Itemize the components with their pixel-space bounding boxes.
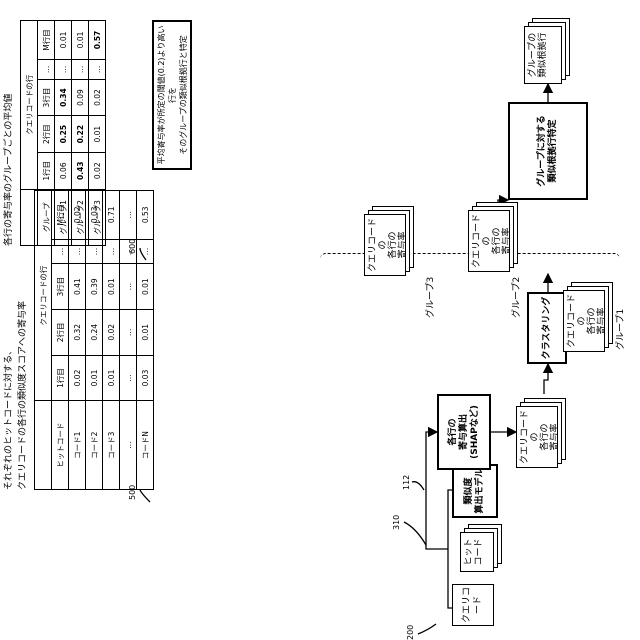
table-cell: … (89, 59, 106, 79)
table-cell: グループ1 (55, 189, 72, 245)
group2-doc: クエリコードの 各行の 寄与率 (468, 210, 510, 272)
column-header: M行目 (38, 21, 55, 60)
column-header: 1行目 (38, 152, 55, 189)
table-cell: 0.01 (89, 116, 106, 153)
column-header: 3行目 (38, 79, 55, 116)
table-cell: … (120, 355, 137, 401)
table-cell: 0.01 (137, 264, 154, 310)
table-cell: 0.53 (137, 191, 154, 240)
column-header: 3行目 (52, 264, 69, 310)
table-cell: 0.43 (72, 152, 89, 189)
table-cell: 0.02 (89, 152, 106, 189)
identify-basis-box: グループに対する 類似根拠行特定 (508, 102, 588, 200)
table-cell: 0.57 (89, 21, 106, 60)
table-row: コードN0.030.010.01…0.53 (137, 191, 154, 490)
table-cell: 0.01 (137, 309, 154, 355)
threshold-note: 平均寄与率が所定の閾値(0.2)より高い行を そのグループの類似根拠行と特定 (152, 20, 192, 170)
table-cell: 0.41 (69, 264, 86, 310)
group1-doc: クエリコードの 各行の 寄与率 (563, 290, 605, 352)
table-cell: 0.22 (72, 116, 89, 153)
result-doc: グループの 類似根拠行 (524, 26, 562, 84)
rows-header: クエリコードの行 (21, 21, 38, 190)
hit-code-doc: ヒット コード (460, 532, 494, 572)
ref-112: 112 (402, 475, 411, 490)
table-cell: … (120, 264, 137, 310)
table-cell: … (120, 401, 137, 490)
ref-310: 310 (392, 515, 401, 530)
table-cell: 0.01 (86, 355, 103, 401)
column-header: 2行目 (52, 309, 69, 355)
table-cell: … (72, 59, 89, 79)
table-cell: コード1 (69, 401, 86, 490)
table-row: グループ30.020.010.02…0.57 (89, 21, 106, 246)
table-cell: グループ2 (72, 189, 89, 245)
table500-caption2: クエリコードの各行の類似度スコアへの寄与率 (18, 301, 29, 490)
column-header: ヒットコード (52, 401, 69, 490)
column-header: … (38, 59, 55, 79)
table-cell: コード2 (86, 401, 103, 490)
column-header: 2行目 (38, 116, 55, 153)
table-cell: 0.01 (103, 355, 120, 401)
column-header: グループ (38, 189, 55, 245)
column-header: 1行目 (52, 355, 69, 401)
group1-label: グループ1 (616, 309, 627, 350)
table-cell: 0.01 (72, 21, 89, 60)
table-cell: 0.06 (55, 152, 72, 189)
table-cell: 0.34 (55, 79, 72, 116)
table-row: グループ10.060.250.34…0.01 (55, 21, 72, 246)
table-cell: … (137, 239, 154, 264)
clustering-box: クラスタリング (527, 292, 567, 364)
table-cell: 0.09 (72, 79, 89, 116)
ref-200: 200 (406, 625, 415, 640)
table-cell: 0.01 (103, 264, 120, 310)
table-cell: 0.02 (89, 79, 106, 116)
table-cell: 0.02 (69, 355, 86, 401)
corner-cell (35, 401, 52, 490)
table-cell: … (120, 239, 137, 264)
table600-caption: 各行の寄与率のグループごとの平均値 (4, 94, 15, 246)
table-row: グループ20.430.220.09…0.01 (72, 21, 89, 246)
contribution-calc-box: 各行の 寄与算出 (SHAPなど) (437, 394, 491, 470)
query-contrib-doc: クエリコードの 各行の 寄与率 (516, 406, 558, 468)
table-cell: … (120, 191, 137, 240)
table-cell: コード3 (103, 401, 120, 490)
corner-cell (21, 189, 38, 245)
table-cell: 0.25 (55, 116, 72, 153)
table-cell: … (55, 59, 72, 79)
table600: クエリコードの行グループ1行目2行目3行目…M行目グループ10.060.250.… (20, 20, 106, 246)
table-row: ……………… (120, 191, 137, 490)
table-cell: 0.24 (86, 309, 103, 355)
table-cell: 0.02 (103, 309, 120, 355)
group3-label: グループ3 (426, 277, 437, 318)
table500-caption1: それぞれのヒットコードに対する、 (4, 346, 15, 490)
table-cell: … (120, 309, 137, 355)
table-cell: 0.32 (69, 309, 86, 355)
table-cell: コードN (137, 401, 154, 490)
similarity-model-box: 類似度 算出モデル (452, 464, 498, 518)
table-cell: グループ3 (89, 189, 106, 245)
group2-label: グループ2 (512, 277, 523, 318)
group3-doc: クエリコードの 各行の 寄与率 (364, 214, 406, 276)
query-code-box: クエリコード (452, 584, 494, 626)
table-cell: 0.01 (55, 21, 72, 60)
table-cell: 0.03 (137, 355, 154, 401)
table-cell: 0.39 (86, 264, 103, 310)
